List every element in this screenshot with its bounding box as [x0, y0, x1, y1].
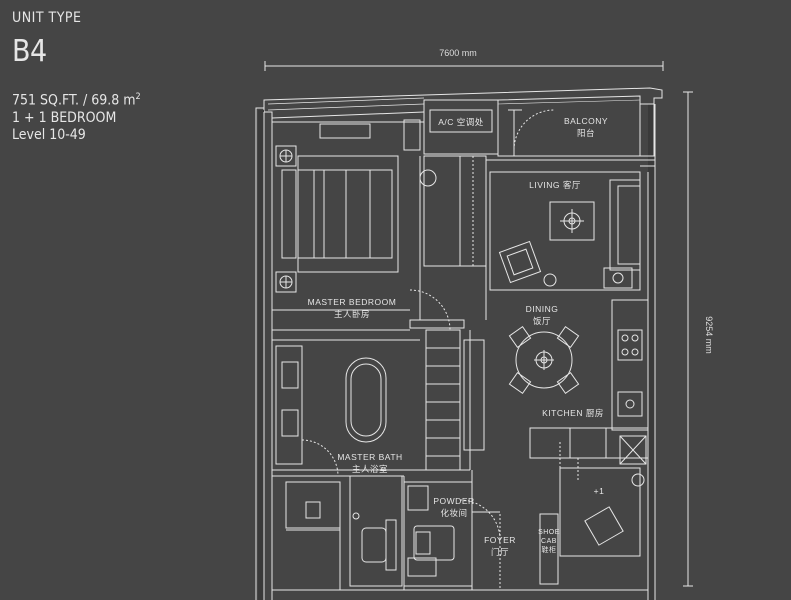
balcony-label-cn: 阳台 [577, 128, 595, 138]
foyer-label-en: FOYER [484, 535, 516, 545]
unit-area-superscript: 2 [135, 92, 141, 102]
dining-label-cn: 饭厅 [533, 316, 551, 326]
master-bath-wc [349, 475, 403, 587]
depth-dimension-label: 9254 mm [704, 316, 714, 354]
unit-area: 751 SQ.FT. / 69.8 m2 [12, 89, 141, 110]
master-bath-label-cn: 主人浴室 [352, 464, 388, 474]
dining-label-en: DINING [526, 304, 559, 314]
master-bath-outline [272, 329, 485, 477]
master-bedroom-label-cn: 主人卧房 [334, 309, 370, 319]
exterior-walls [255, 87, 663, 600]
plus-one-label: +1 [594, 486, 605, 496]
depth-dimension-line [683, 91, 693, 587]
foyer-outline [472, 511, 559, 590]
unit-levels: Level 10-49 [12, 126, 86, 143]
bedroom-desk [319, 123, 371, 139]
master-bath-label-en: MASTER BATH [337, 452, 402, 462]
unit-info: UNIT TYPE B4 751 SQ.FT. / 69.8 m2 1 + 1 … [12, 10, 141, 144]
bedside-lamp-bottom [275, 271, 297, 293]
master-bedroom-outline [272, 289, 465, 331]
width-dimension-label: 7600 mm [439, 48, 477, 58]
balcony-outline [497, 95, 641, 157]
shoe-cabinet-label-cn: 鞋柜 [542, 545, 557, 554]
shower [285, 481, 341, 590]
ac-ledge-outline [423, 99, 499, 155]
unit-area-value: 751 SQ.FT. / 69.8 m [12, 92, 136, 109]
interior-walls [272, 156, 640, 590]
shoe-cabinet-label-1: SHOE [538, 529, 560, 536]
living-label: LIVING 客厅 [529, 180, 581, 190]
wardrobe [403, 119, 487, 267]
shoe-cabinet-label-2: CAB [541, 538, 557, 545]
master-bedroom-label-en: MASTER BEDROOM [308, 297, 397, 307]
vanity [275, 345, 303, 465]
kitchen-label: KITCHEN 厨房 [542, 408, 604, 418]
powder-label-cn: 化妆间 [440, 508, 467, 518]
unit-code: B4 [12, 34, 47, 69]
living-area [489, 171, 641, 291]
unit-bedrooms: 1 + 1 BEDROOM [12, 109, 117, 126]
balcony-label-en: BALCONY [564, 116, 608, 126]
ac-label: A/C 空调处 [438, 117, 484, 127]
store-room [559, 440, 645, 557]
width-dimension-line [264, 61, 664, 71]
unit-specs: 751 SQ.FT. / 69.8 m2 1 + 1 BEDROOM Level… [12, 89, 141, 144]
powder-label-en: POWDER [433, 496, 474, 506]
dining-table [508, 325, 580, 395]
bedside-lamp-top [275, 145, 297, 167]
kitchen-counter [529, 299, 649, 480]
foyer-label-cn: 门厅 [491, 547, 509, 557]
bathtub [345, 357, 387, 443]
bed [281, 155, 399, 273]
unit-type-label: UNIT TYPE [12, 10, 82, 26]
